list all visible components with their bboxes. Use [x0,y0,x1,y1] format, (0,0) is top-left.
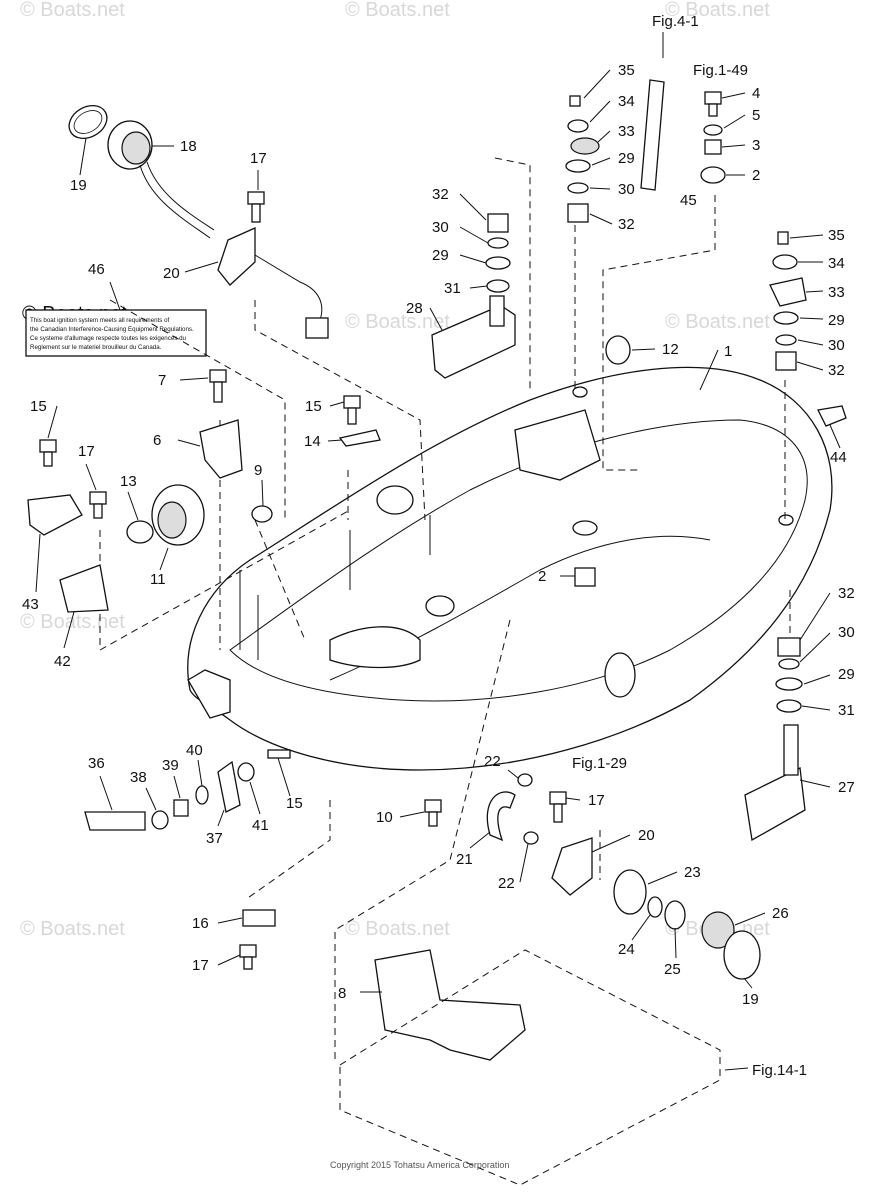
callout: 19 [742,991,759,1008]
callout: 19 [70,177,87,194]
callout: 33 [828,284,845,301]
callout: 5 [752,107,760,124]
callout: 41 [252,817,269,834]
callout: 11 [150,571,166,588]
callout: 4 [752,85,760,102]
fig-14-1-ref: Fig.14-1 [752,1062,807,1079]
callout: 35 [618,62,635,79]
callout: 18 [180,138,197,155]
callout: 39 [162,757,179,774]
callout: 29 [838,666,855,683]
callout: 29 [432,247,449,264]
callout: 2 [538,568,546,585]
callout: 30 [838,624,855,641]
callout: 16 [192,915,209,932]
callout: 44 [830,449,847,466]
figure-references: Fig.4-1 Fig.1-49 Fig.1-29 Fig.14-1 [572,13,807,1079]
callout: 36 [88,755,105,772]
callout: 27 [838,779,855,796]
watermark: © Boats.net [20,918,125,940]
callout: 37 [206,830,223,847]
callout: 22 [484,753,501,770]
callout: 2 [752,167,760,184]
watermark: © Boats.net [345,311,450,333]
watermark: © Boats.net [20,0,125,21]
watermark: © Boats.net [345,918,450,940]
callout: 6 [153,432,161,449]
notice-line: This boat ignition system meets all requ… [30,317,170,324]
callout: 10 [376,809,393,826]
callout: 7 [158,372,166,389]
copyright-text: Copyright 2015 Tohatsu America Corporati… [330,1160,509,1170]
callout: 30 [618,181,635,198]
callout: 1 [724,343,732,360]
callout: 32 [838,585,855,602]
bottom-cowl [187,366,833,771]
callout: 30 [828,337,845,354]
callout: 20 [638,827,655,844]
callout: 32 [828,362,845,379]
watermark: © Boats.net [665,311,770,333]
callout: 32 [618,216,635,233]
callout: 28 [406,300,423,317]
callout: 17 [78,443,95,460]
callout: 33 [618,123,635,140]
callout: 29 [828,312,845,329]
callout: 15 [30,398,47,415]
callout: 35 [828,227,845,244]
watermark: © Boats.net [665,0,770,21]
callout-leaders [35,69,841,993]
callout: 43 [22,596,39,613]
fig-1-49-ref: Fig.1-49 [693,62,748,79]
callout: 15 [286,795,303,812]
callout: 46 [88,261,105,278]
callouts: 35 34 33 29 30 45 32 4 5 3 2 17 18 19 20… [22,62,855,1008]
callout: 45 [680,192,697,209]
callout: 17 [588,792,605,809]
notice-line: Ce systeme d'allumage respecte toutes le… [30,335,187,342]
watermark: © Boats.net [345,0,450,21]
callout: 26 [772,905,789,922]
callout: 23 [684,864,701,881]
callout: 34 [828,255,845,272]
callout: 12 [662,341,679,358]
callout: 30 [432,219,449,236]
leader-lines [99,157,791,1071]
callout: 22 [498,875,515,892]
callout: 9 [254,462,262,479]
notice-line: Reglement sur le materiel brouilleur du … [30,344,162,351]
callout: 32 [432,186,449,203]
watermark: © Boats.net [20,611,125,633]
callout: 13 [120,473,137,490]
callout: 42 [54,653,71,670]
notice-label: This boat ignition system meets all requ… [25,309,207,357]
callout: 3 [752,137,760,154]
callout: 31 [444,280,461,297]
callout: 17 [192,957,209,974]
callout: 31 [838,702,855,719]
callout: 21 [456,851,473,868]
callout: 40 [186,742,203,759]
callout: 34 [618,93,635,110]
callout: 17 [250,150,267,167]
callout: 25 [664,961,681,978]
fig-4-1-ref: Fig.4-1 [652,13,699,30]
notice-line: the Canadian Interference-Causing Equipm… [30,326,194,333]
callout: 38 [130,769,147,786]
callout: 29 [618,150,635,167]
callout: 15 [305,398,322,415]
fig-1-29-ref: Fig.1-29 [572,755,627,772]
callout: 8 [338,985,346,1002]
callout: 14 [304,433,321,450]
callout: 24 [618,941,635,958]
callout: 20 [163,265,180,282]
